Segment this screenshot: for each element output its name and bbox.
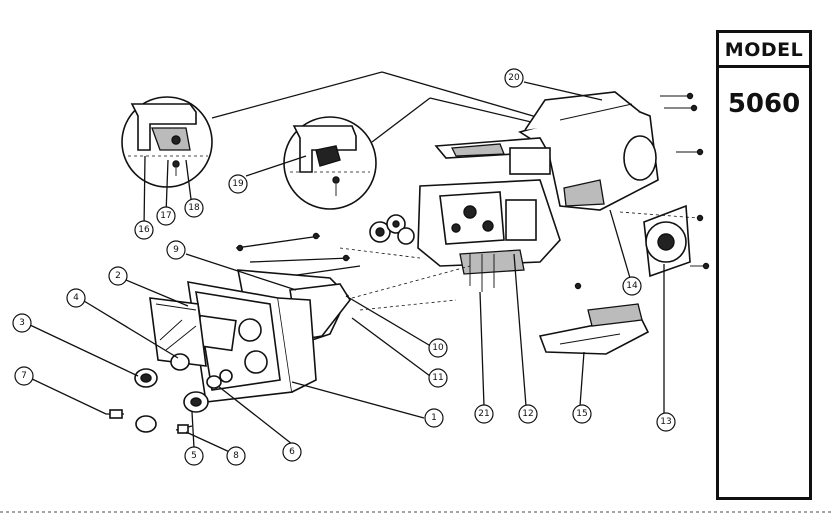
leader-lines: [29, 81, 665, 455]
callout-15: 15: [572, 404, 592, 424]
callout-label-6: 6: [289, 447, 295, 457]
callout-1: 1: [424, 408, 444, 428]
callout-label-10: 10: [432, 343, 444, 353]
callout-label-15: 15: [576, 409, 587, 419]
callout-label-21: 21: [478, 409, 489, 419]
callout-14: 14: [622, 276, 642, 296]
callout-label-1: 1: [431, 413, 437, 423]
main-chassis: [417, 179, 561, 292]
tube-cluster: [369, 214, 415, 245]
callout-label-5: 5: [191, 451, 197, 461]
callout-13: 13: [656, 412, 676, 432]
callout-label-12: 12: [522, 409, 533, 419]
callout-label-18: 18: [188, 203, 200, 213]
callout-label-8: 8: [233, 451, 239, 461]
callout-label-16: 16: [138, 225, 150, 235]
model-number: 5060: [727, 89, 801, 119]
callout-7: 7: [14, 366, 34, 386]
callout-label-2: 2: [115, 271, 121, 281]
callout-4: 4: [66, 288, 86, 308]
callout-19: 19: [228, 174, 248, 194]
callout-17: 17: [156, 206, 176, 226]
callout-label-20: 20: [508, 73, 520, 83]
callout-8: 8: [226, 446, 246, 466]
callout-label-17: 17: [160, 211, 171, 221]
callout-label-4: 4: [73, 293, 79, 303]
tuner-assembly: [434, 91, 659, 211]
knob-parts: [106, 353, 222, 434]
model-divider: [719, 65, 809, 68]
callout-20: 20: [504, 68, 524, 88]
callout-6: 6: [282, 442, 302, 462]
callout-18: 18: [184, 198, 204, 218]
cabinet-front: [187, 281, 317, 403]
callout-label-3: 3: [19, 318, 25, 328]
callout-10: 10: [428, 338, 448, 358]
callout-label-13: 13: [660, 417, 671, 427]
callout-5: 5: [184, 446, 204, 466]
callout-11: 11: [428, 368, 448, 388]
bottom-plate: [538, 303, 650, 355]
callout-label-14: 14: [626, 281, 638, 291]
callout-label-11: 11: [432, 373, 443, 383]
detail-inset-right: [283, 116, 377, 210]
screws: [574, 92, 710, 290]
callout-label-7: 7: [21, 371, 27, 381]
callout-label-19: 19: [232, 179, 244, 189]
callout-16: 16: [134, 220, 154, 240]
callout-12: 12: [518, 404, 538, 424]
callout-3: 3: [12, 313, 32, 333]
mounting-rods: [235, 232, 471, 311]
callout-2: 2: [108, 266, 128, 286]
callout-label-9: 9: [173, 245, 179, 255]
model-label: MODEL: [724, 39, 804, 61]
callout-21: 21: [474, 404, 494, 424]
speaker: [643, 204, 691, 278]
model-box: MODEL 5060: [716, 30, 812, 500]
callout-9: 9: [166, 240, 186, 260]
